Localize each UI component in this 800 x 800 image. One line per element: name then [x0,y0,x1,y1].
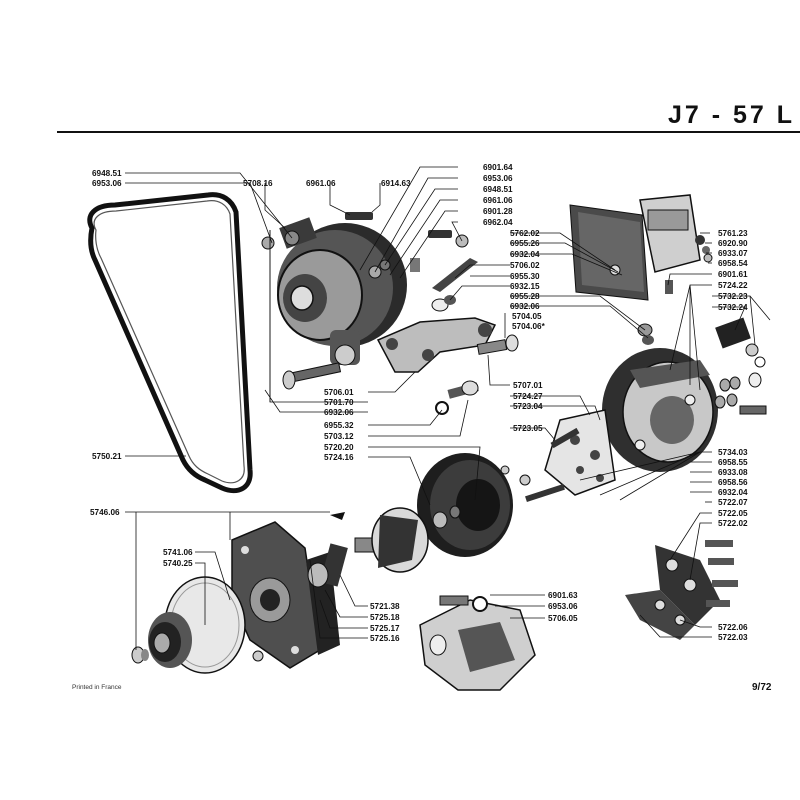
part-label: 5724.27 [513,392,543,401]
stator [417,453,531,557]
part-label: 5740.25 [163,559,193,568]
voltage-regulator [569,194,713,345]
part-label: 6955.30 [510,272,540,281]
part-label: 5762.02 [510,229,540,238]
part-label: 5734.03 [718,448,748,457]
part-label: 5741.06 [163,548,193,557]
part-label: 5706.05 [548,614,578,623]
part-label: 5701.70 [324,398,354,407]
part-label: 6932.06 [510,302,540,311]
part-label: 6933.07 [718,249,748,258]
mounting-bracket [376,295,519,415]
header-rule [57,131,800,133]
part-label: 5703.12 [324,432,354,441]
part-label: 6901.63 [548,591,578,600]
part-label: 5704.06* [512,322,546,331]
rotor [354,505,461,573]
part-label: 5750.21 [92,452,122,461]
part-label: 6953.06 [548,602,578,611]
part-label: 5722.05 [718,509,748,518]
part-label: 5722.02 [718,519,748,528]
part-label: 5725.16 [370,634,400,643]
part-label: 5725.17 [370,624,400,633]
part-label: 5720.20 [324,443,354,452]
part-label: 5723.05 [513,424,543,433]
part-label: 5725.18 [370,613,400,622]
part-label: 6901.28 [483,207,513,216]
part-label: 6901.61 [718,270,748,279]
part-label: 6932.06 [324,408,354,417]
part-label: 5724.16 [324,453,354,462]
part-number-labels: 6948.51 6953.06 5708.16 6961.06 6914.63 … [90,163,748,643]
pulley-and-fan [131,576,246,674]
part-label: 5732.23 [718,292,748,301]
diode-plate [525,409,616,503]
part-label: 5723.04 [513,402,543,411]
alternator-bolts [261,212,478,292]
part-label: 5722.07 [718,498,748,507]
part-label: 6962.04 [483,218,513,227]
rear-housing [602,317,766,472]
part-label: 6955.32 [324,421,354,430]
part-label: 5721.38 [370,602,400,611]
part-label: 6948.51 [92,169,122,178]
front-housing [231,512,348,669]
printed-note: Printed in France [72,684,122,691]
part-label: 5746.06 [90,508,120,517]
part-label: 6961.06 [483,196,513,205]
part-label: 5761.23 [718,229,748,238]
part-label: 6914.63 [381,179,411,188]
part-label: 6920.90 [718,239,748,248]
part-label: 6932.15 [510,282,540,291]
part-label: 5724.22 [718,281,748,290]
part-label: 5722.03 [718,633,748,642]
part-label: 5704.05 [512,312,542,321]
part-label: 6958.56 [718,478,748,487]
part-label: 6958.55 [718,458,748,467]
part-label: 5722.06 [718,623,748,632]
part-label: 6958.54 [718,259,748,268]
part-label: 6901.64 [483,163,513,172]
alternator-assembly [277,217,407,366]
terminal-hardware [714,372,767,415]
fan-belt [87,192,253,494]
page-number: 9/72 [752,682,772,693]
leader-lines [125,166,771,650]
part-label: 6948.51 [483,185,513,194]
small-bracket [419,595,536,691]
part-label: 6955.26 [510,239,540,248]
part-label: 6953.06 [483,174,513,183]
part-label: 6932.04 [510,250,540,259]
part-label: 6953.06 [92,179,122,188]
page-title: J7 - 57 L [668,101,796,129]
part-label: 5707.01 [513,381,543,390]
long-bolt [282,362,342,390]
part-label: 5706.01 [324,388,354,397]
part-label: 5708.16 [243,179,273,188]
part-label: 6933.08 [718,468,748,477]
part-label: 5732.24 [718,303,748,312]
part-label: 6961.06 [306,179,336,188]
part-label: 5706.02 [510,261,540,270]
part-label: 6955.28 [510,292,540,301]
rectifier-assemblies [625,540,738,640]
part-label: 6932.04 [718,488,748,497]
